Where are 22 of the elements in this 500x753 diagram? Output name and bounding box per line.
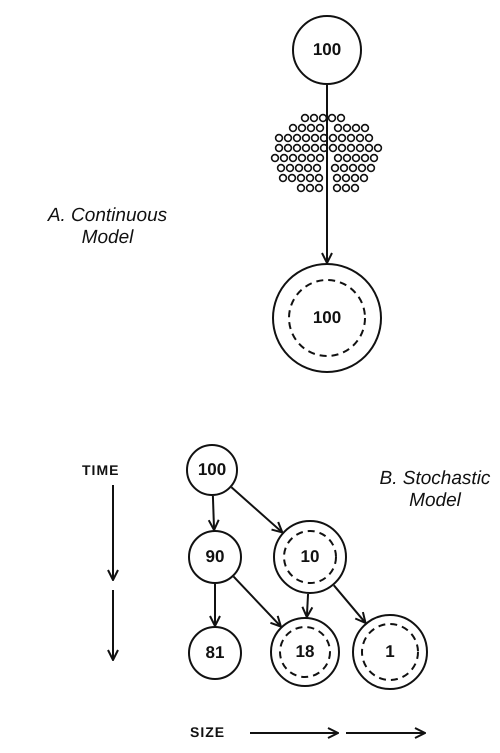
arrow [301,594,314,618]
node-value: 81 [206,643,224,663]
node-value: 100 [312,40,342,60]
node-value: 1 [385,642,395,662]
arrow [209,584,221,627]
panel-title: A. Continuous Model [46,205,168,249]
node-value: 100 [312,308,342,328]
arrow [333,584,367,624]
arrow [230,486,284,534]
node-value: 10 [300,547,320,567]
circle-node [186,444,238,496]
node-value: 18 [296,642,314,662]
axis-label: TIME [82,462,120,478]
panel-title: B. Stochastic Model [378,468,492,512]
circle-node [188,626,242,680]
node-value: 100 [198,460,226,480]
arrow [232,576,282,628]
circle-node [188,530,242,584]
arrow [208,496,220,532]
node-value: 90 [206,547,224,567]
arrow [321,85,333,264]
axis-label: SIZE [190,724,226,740]
